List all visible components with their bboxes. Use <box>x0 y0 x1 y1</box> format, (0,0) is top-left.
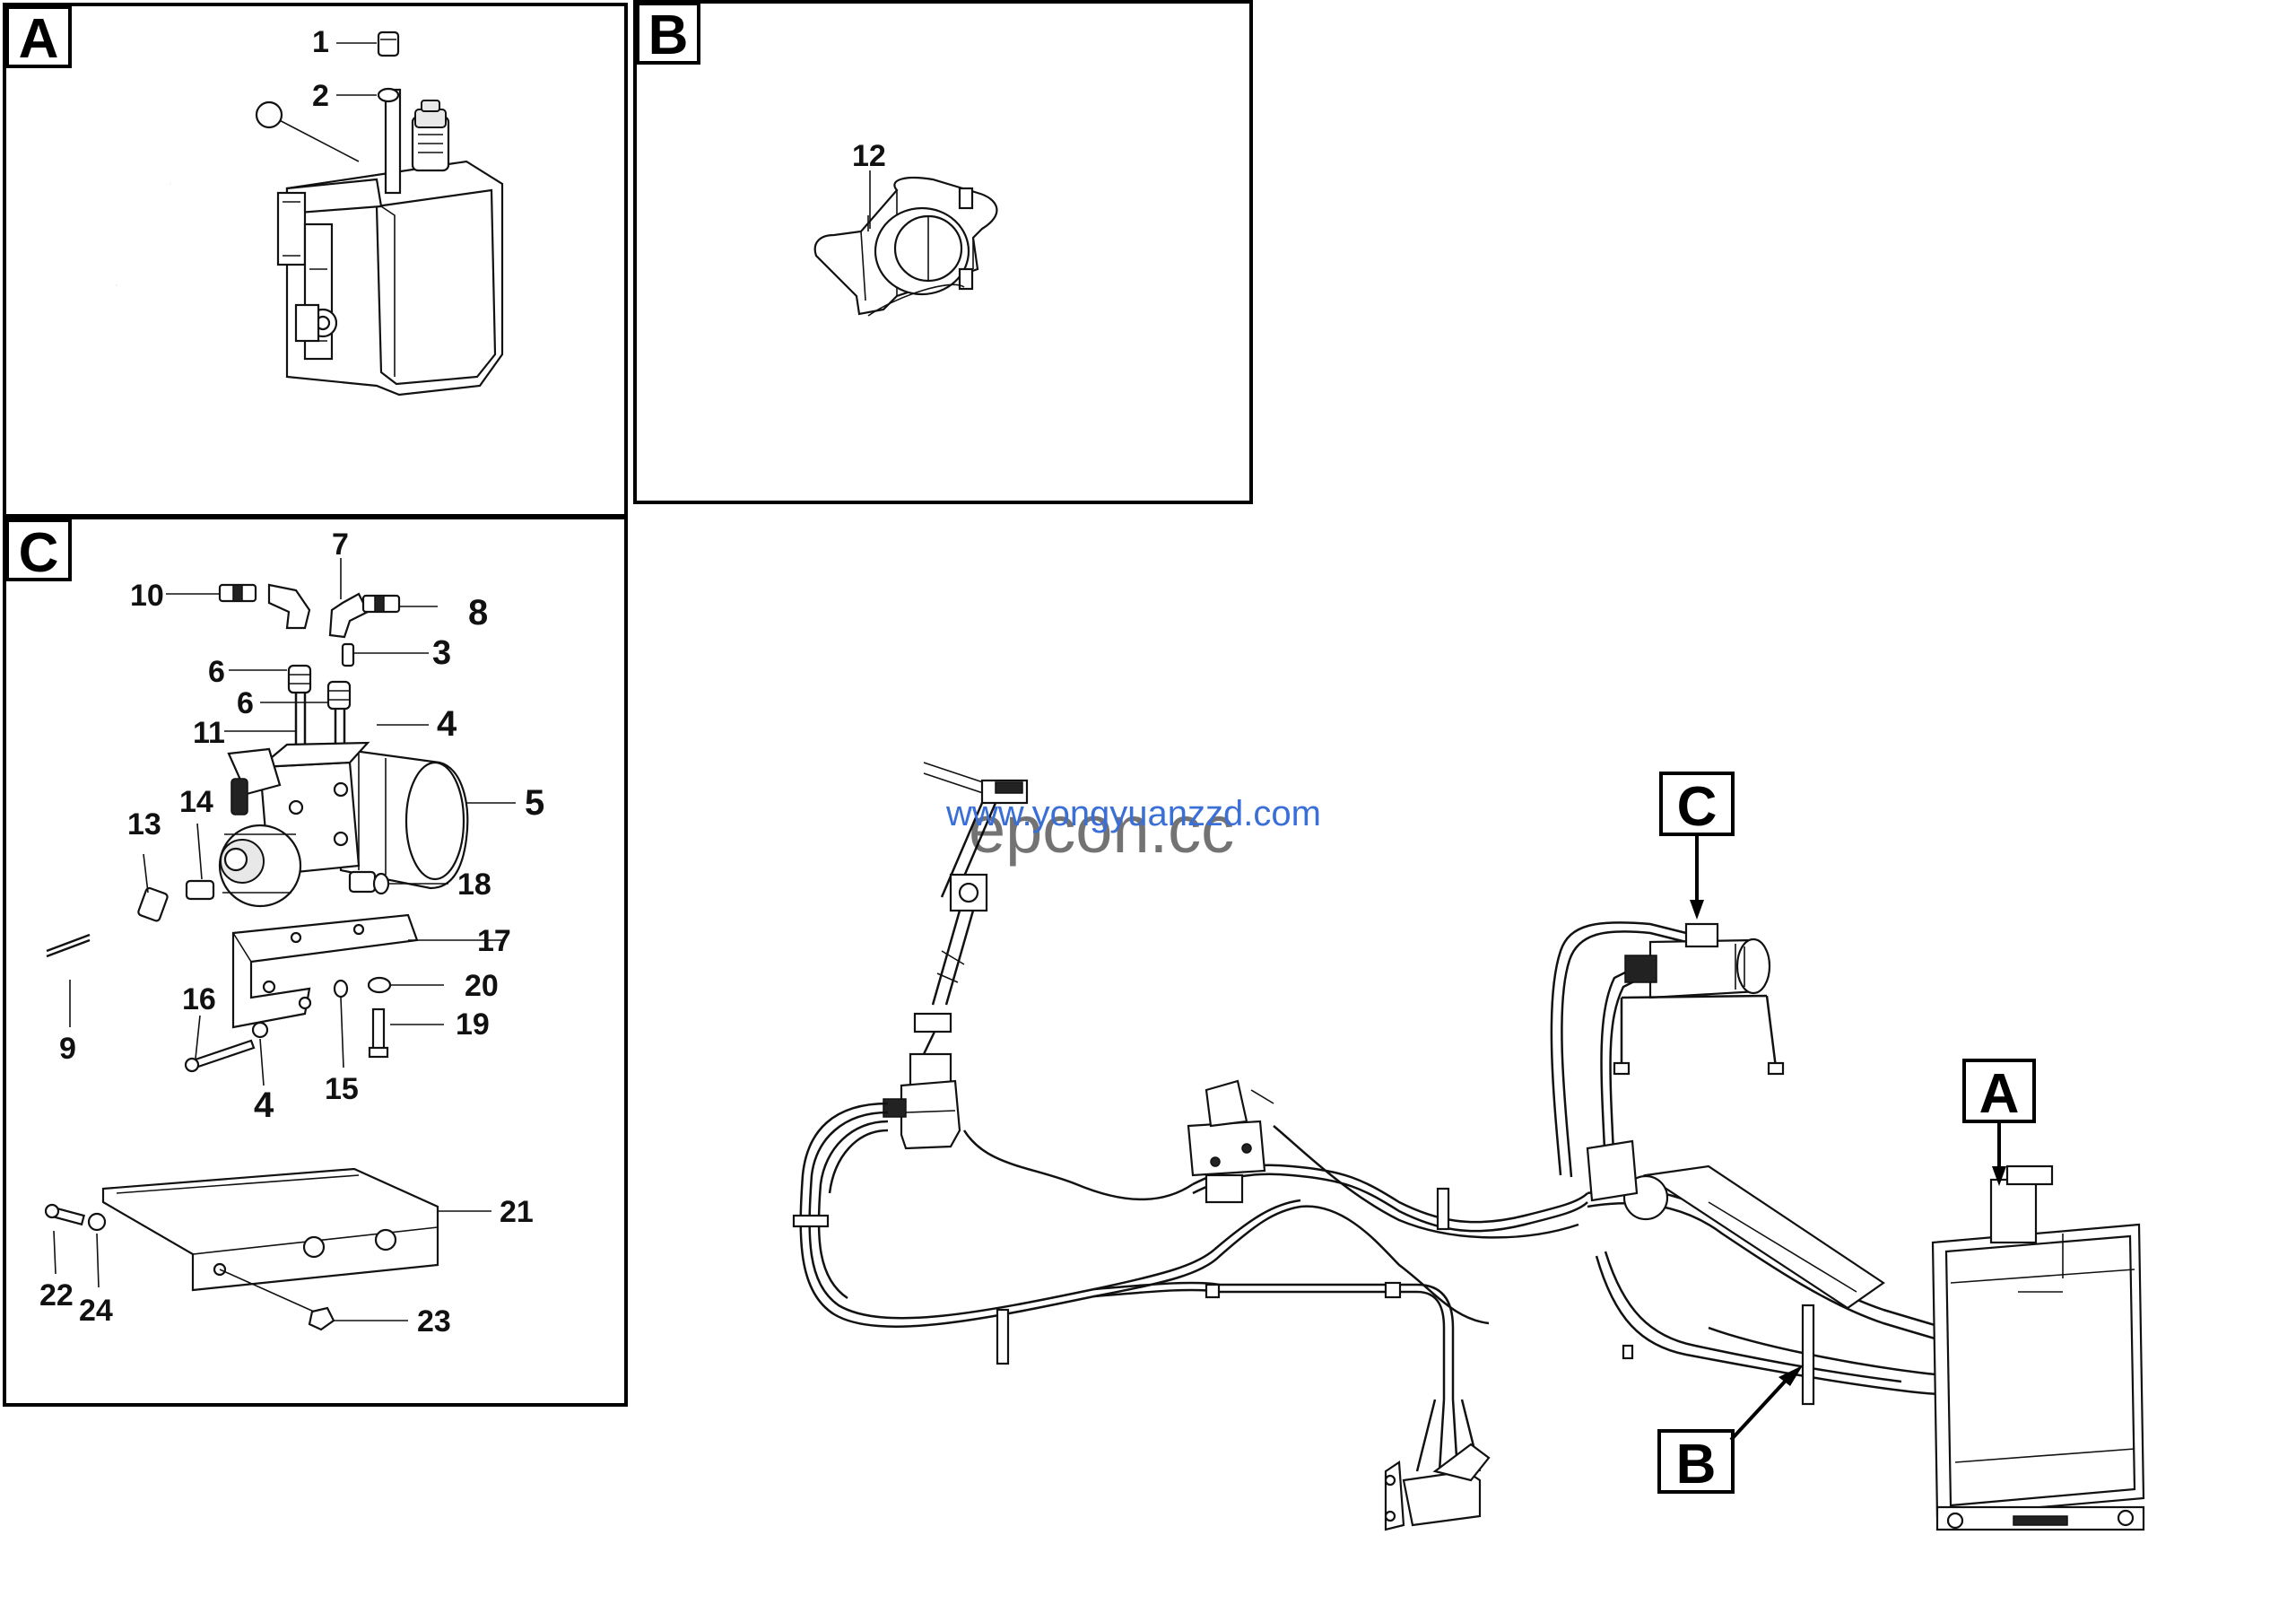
part-12-clamp-drawing <box>813 170 998 317</box>
label-part-16: 16 <box>182 982 216 1016</box>
part-1-breather <box>377 31 400 57</box>
label-part-4b: 4 <box>254 1086 274 1125</box>
callout-a-letter: A <box>1979 1063 2020 1125</box>
watermark-brand: epcon.cc <box>969 792 1234 867</box>
callout-c-letter: C <box>1677 776 1718 838</box>
control-valve <box>1187 1079 1274 1204</box>
part-2-washer <box>377 87 400 103</box>
label-part-10: 10 <box>130 579 164 613</box>
watermarks: epcon.cc www.yongyuanzzd.com <box>945 792 1321 867</box>
label-part-2: 2 <box>312 79 329 113</box>
label-part-18: 18 <box>457 868 491 902</box>
part-17-bracket-drawing <box>184 913 419 1073</box>
hydraulic-tank-drawing <box>106 42 504 397</box>
callout-a: A <box>1962 1059 2036 1186</box>
callout-c-box <box>1659 772 1735 836</box>
panel-c-leader-lines <box>53 558 516 1321</box>
label-part-11: 11 <box>193 716 225 750</box>
label-part-7: 7 <box>332 528 349 562</box>
label-part-5: 5 <box>525 783 544 823</box>
label-part-4a: 4 <box>437 704 457 744</box>
watermark-url: www.yongyuanzzd.com <box>945 794 1321 833</box>
pump-motor-drawing <box>46 741 469 958</box>
label-part-13: 13 <box>127 807 161 842</box>
panel-b-letter: B <box>648 4 689 66</box>
hose-bundles <box>799 921 2046 1472</box>
pump-assembly-layout <box>1613 922 1785 1076</box>
label-part-6b: 6 <box>237 686 254 720</box>
panel-c-letter-box <box>5 519 72 581</box>
label-part-22: 22 <box>39 1278 74 1312</box>
label-part-8: 8 <box>468 593 488 632</box>
label-part-3: 3 <box>432 634 451 672</box>
panel-b-letter-box <box>636 2 700 65</box>
label-part-1: 1 <box>312 25 329 59</box>
label-part-19: 19 <box>456 1007 490 1042</box>
label-part-6a: 6 <box>208 655 225 689</box>
tilt-cylinder <box>1586 1139 1885 1310</box>
panel-c-frame <box>3 516 628 1407</box>
label-part-20: 20 <box>465 969 499 1003</box>
label-part-23: 23 <box>417 1304 451 1339</box>
panel-a: A <box>3 3 628 518</box>
tank-assembly-layout <box>1931 1164 2145 1531</box>
label-part-21: 21 <box>500 1195 534 1229</box>
panel-c: C <box>3 516 628 1407</box>
label-part-9: 9 <box>59 1032 76 1066</box>
overall-layout-drawing: A C B <box>792 762 2145 1531</box>
panel-a-letter-box <box>5 5 72 68</box>
label-part-15: 15 <box>325 1072 359 1106</box>
callout-c: C <box>1659 772 1735 920</box>
part-21-cover-drawing <box>44 1167 439 1331</box>
panel-b-frame <box>633 0 1253 504</box>
panel-c-letter: C <box>19 522 59 584</box>
hose-clamps <box>792 1187 1859 1406</box>
label-part-14: 14 <box>179 785 213 819</box>
steering-column <box>883 762 1029 1150</box>
callout-b: B <box>1657 1365 1803 1496</box>
callout-b-box <box>1657 1429 1735 1494</box>
panel-b: B 12 <box>633 0 1253 504</box>
drive-unit <box>1384 1443 1491 1531</box>
panel-a-letter: A <box>19 8 59 70</box>
label-part-17: 17 <box>477 924 511 958</box>
label-part-12: 12 <box>852 139 886 173</box>
fittings-drawing <box>218 583 401 798</box>
callout-b-letter: B <box>1676 1434 1717 1496</box>
label-part-24: 24 <box>79 1294 113 1328</box>
